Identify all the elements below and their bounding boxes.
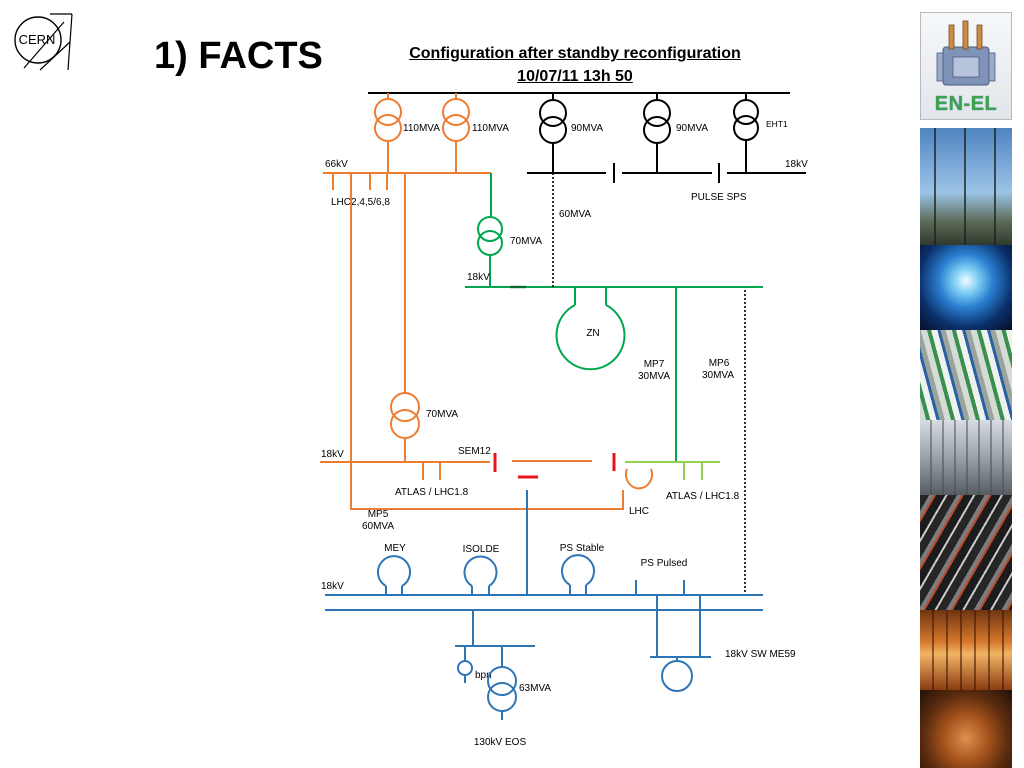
transformer-insulator bbox=[962, 20, 969, 50]
transformer-winding bbox=[390, 392, 420, 422]
transformer-63mva bbox=[487, 646, 517, 720]
cern-logo-stroke bbox=[39, 41, 71, 71]
transformer-90mva-1 bbox=[539, 93, 567, 173]
transformer-insulator bbox=[976, 24, 983, 50]
transformer-rating-label: 110MVA bbox=[403, 123, 440, 134]
photo-tunnel bbox=[920, 690, 1012, 768]
zn-load-symbol bbox=[555, 288, 626, 371]
transformer-name-label: EHT1 bbox=[766, 119, 788, 129]
transformer-rating-label: 90MVA bbox=[676, 123, 708, 134]
load-circle bbox=[463, 555, 498, 587]
transformer-110mva-1 bbox=[374, 93, 402, 173]
photo-copper-busbars bbox=[920, 610, 1012, 690]
transformer-eht1 bbox=[733, 93, 759, 173]
transformer-70mva-green bbox=[477, 173, 503, 287]
eos-label: 130kV EOS bbox=[474, 737, 527, 748]
isolde-load-symbol bbox=[463, 555, 498, 595]
transformer-winding bbox=[477, 216, 503, 242]
tie-60mva-label: 60MVA bbox=[559, 209, 591, 220]
transformer-90mva-2 bbox=[643, 93, 671, 173]
transformer-winding bbox=[374, 114, 402, 142]
transformer-rating-label: 70MVA bbox=[426, 409, 458, 420]
slide-title: 1) FACTS bbox=[154, 35, 323, 77]
atlas-right-label: ATLAS / LHC1.8 bbox=[666, 491, 740, 502]
transformer-winding bbox=[643, 99, 671, 127]
transformer-winding bbox=[442, 114, 470, 142]
transformer-winding bbox=[643, 116, 671, 144]
load-circle bbox=[561, 554, 595, 586]
en-el-logo: EN-EL bbox=[920, 12, 1012, 120]
transformer-rating-label: 90MVA bbox=[571, 123, 603, 134]
ps-stable-load-symbol bbox=[561, 554, 595, 595]
mp7-rating-label: 30MVA bbox=[638, 371, 670, 382]
transformer-winding bbox=[374, 98, 402, 126]
transformer-insulator bbox=[948, 24, 955, 50]
transformer-winding bbox=[390, 409, 420, 439]
mp6-rating-label: 30MVA bbox=[702, 370, 734, 381]
bus-18kv-blue-label: 18kV bbox=[321, 581, 344, 592]
bus-66kv-label: 66kV bbox=[325, 159, 348, 170]
transformer-radiator bbox=[936, 52, 944, 82]
bus-18kv-green-label: 18kV bbox=[467, 272, 490, 283]
mey-load-symbol bbox=[377, 555, 411, 595]
transformer-winding bbox=[733, 99, 759, 125]
me59-circle bbox=[661, 660, 693, 692]
mey-label: MEY bbox=[384, 543, 406, 554]
photo-transmission-tower bbox=[920, 128, 1012, 245]
transformer-rating-label: 70MVA bbox=[510, 236, 542, 247]
photo-cable-connectors bbox=[920, 330, 1012, 420]
bus-18kv-pulse-label: 18kV bbox=[785, 159, 808, 170]
transformer-winding bbox=[442, 98, 470, 126]
bpn-circle bbox=[457, 660, 473, 676]
mp5-link bbox=[350, 173, 624, 510]
transformer-rating-label: 110MVA bbox=[472, 123, 509, 134]
isolde-label: ISOLDE bbox=[463, 544, 500, 555]
ps-stable-label: PS Stable bbox=[560, 543, 605, 554]
sem12-label: SEM12 bbox=[458, 446, 491, 457]
atlas-left-label: ATLAS / LHC1.8 bbox=[395, 487, 469, 498]
transformer-winding bbox=[539, 116, 567, 144]
transformer-winding bbox=[477, 230, 503, 256]
transformer-illustration bbox=[936, 20, 996, 86]
transformer-winding bbox=[733, 115, 759, 141]
bus-18kv-orange-label: 18kV bbox=[321, 449, 344, 460]
transformer-rating-label: 63MVA bbox=[519, 683, 551, 694]
transformer-70mva-orange bbox=[390, 173, 420, 462]
lhc-label: LHC bbox=[629, 506, 649, 517]
mp5-name-label: MP5 bbox=[368, 509, 389, 520]
photo-substation bbox=[920, 420, 1012, 495]
mp5-rating-label: 60MVA bbox=[362, 521, 394, 532]
lhc-load-symbol bbox=[625, 468, 653, 490]
transformer-winding bbox=[487, 666, 517, 696]
cern-logo-stroke bbox=[23, 21, 65, 69]
cern-logo: CERN bbox=[14, 13, 73, 71]
en-el-logo-text: EN-EL bbox=[934, 93, 998, 115]
side-photo-strip: EN-EL bbox=[920, 12, 1012, 768]
load-circle bbox=[555, 304, 626, 371]
transformer-110mva-2 bbox=[442, 93, 470, 173]
transformer-winding bbox=[487, 682, 517, 712]
lhc-feeders-label: LHC2,4,5/6,8 bbox=[331, 197, 390, 208]
transformer-radiator bbox=[988, 52, 996, 82]
bpn-symbol bbox=[457, 646, 473, 683]
load-circle bbox=[377, 555, 411, 587]
photo-cable-bundle bbox=[920, 495, 1012, 610]
mp7-name-label: MP7 bbox=[644, 359, 665, 370]
transformer-panel bbox=[952, 56, 980, 78]
diagram-heading: Configuration after standby reconfigurat… bbox=[409, 45, 741, 62]
zn-label: ZN bbox=[586, 328, 599, 339]
bpn-label: bpn bbox=[475, 670, 492, 681]
photo-fiber-optics bbox=[920, 245, 1012, 330]
transformer-winding bbox=[539, 99, 567, 127]
diagram-timestamp: 10/07/11 13h 50 bbox=[517, 68, 633, 85]
mp6-name-label: MP6 bbox=[709, 358, 730, 369]
cern-logo-ring bbox=[14, 16, 62, 64]
ps-pulsed-label: PS Pulsed bbox=[641, 558, 688, 569]
pulse-sps-label: PULSE SPS bbox=[691, 192, 747, 203]
sw-me59-label: 18kV SW ME59 bbox=[725, 649, 796, 660]
